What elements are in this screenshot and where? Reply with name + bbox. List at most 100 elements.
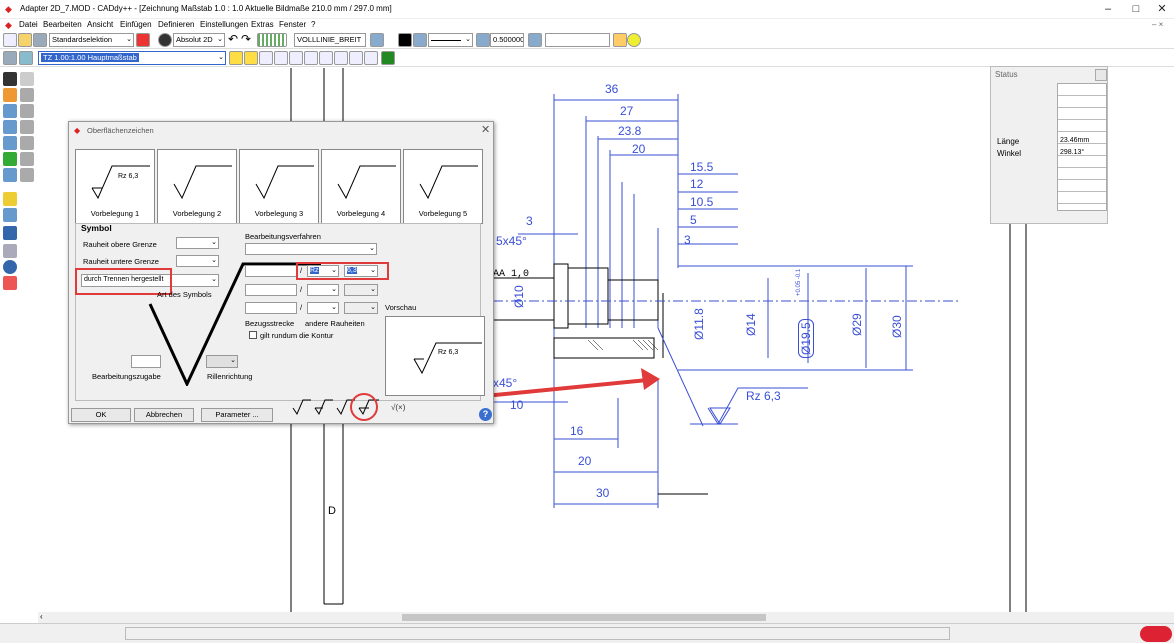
lay-select[interactable]: ⌄ — [206, 355, 238, 368]
curve-tool-icon[interactable] — [20, 88, 34, 102]
attribute-tool-icon[interactable] — [3, 208, 17, 222]
line-style-combo[interactable]: ⌄ — [428, 33, 473, 47]
text-edit-tool-icon[interactable] — [3, 226, 17, 240]
open-folder-icon[interactable] — [18, 33, 32, 47]
transform-tool-icon[interactable] — [3, 120, 17, 134]
preset-1-label[interactable]: Vorbelegung 1 — [90, 209, 140, 218]
layer2-icon[interactable] — [413, 33, 427, 47]
text-tool-icon[interactable] — [20, 136, 34, 150]
table-tool-icon[interactable] — [3, 244, 17, 258]
roughness-param-select[interactable]: Rz⌄ — [307, 265, 339, 277]
cancel-button[interactable]: Abbrechen — [134, 408, 194, 422]
roughness3-prefix-field[interactable] — [245, 302, 297, 314]
symbol-tool-icon[interactable] — [20, 152, 34, 166]
horizontal-scrollbar[interactable]: ‹ — [38, 612, 1174, 623]
save-icon[interactable] — [33, 33, 47, 47]
redo-icon[interactable]: ↷ — [241, 32, 252, 46]
menu-einfuegen[interactable]: Einfügen — [120, 20, 152, 29]
mdi-controls[interactable]: – × — [1152, 20, 1164, 29]
dialog-close-button[interactable]: ✕ — [481, 124, 491, 136]
params-button[interactable]: Parameter ... — [201, 408, 273, 422]
preset-5[interactable] — [403, 149, 483, 224]
preset-5-label[interactable]: Vorbelegung 5 — [418, 209, 468, 218]
preset-2-label[interactable]: Vorbelegung 2 — [172, 209, 222, 218]
zoom-prev-icon[interactable] — [349, 51, 363, 65]
roughness3-value-select[interactable]: ⌄ — [344, 302, 378, 314]
info-icon[interactable] — [3, 260, 17, 274]
pointer-tool-icon[interactable] — [3, 72, 17, 86]
tool-folder-icon[interactable] — [613, 33, 627, 47]
tool-a-icon[interactable] — [229, 51, 243, 65]
upper-limit-select[interactable]: ⌄ — [176, 237, 219, 249]
roughness3-param-select[interactable]: ⌄ — [307, 302, 339, 314]
layer4-icon[interactable] — [528, 33, 542, 47]
tool-c-icon[interactable] — [259, 51, 273, 65]
hatch-tool-icon[interactable] — [3, 136, 17, 150]
menu-ansicht[interactable]: Ansicht — [87, 20, 114, 29]
color-black-icon[interactable] — [398, 33, 412, 47]
status-panel-close-button[interactable] — [1095, 69, 1107, 81]
menu-datei[interactable]: Datei — [19, 20, 38, 29]
maximize-button[interactable]: □ — [1132, 3, 1140, 15]
layer3-icon[interactable] — [476, 33, 490, 47]
ok-button[interactable]: OK — [71, 408, 131, 422]
select-tool-icon[interactable] — [20, 72, 34, 86]
menu-fenster[interactable]: Fenster — [279, 20, 307, 29]
coordinate-icon[interactable] — [158, 33, 172, 47]
selection-mode-combo[interactable]: Standardselektion⌄ — [49, 33, 134, 47]
redraw-icon[interactable] — [364, 51, 378, 65]
roughness2-prefix-field[interactable] — [245, 284, 297, 296]
roughness2-param-select[interactable]: ⌄ — [307, 284, 339, 296]
roughness-value-select[interactable]: 6,3⌄ — [344, 265, 378, 277]
layer-tool-icon[interactable] — [3, 192, 17, 206]
new-file-icon[interactable] — [3, 33, 17, 47]
eraser-tool-icon[interactable] — [3, 276, 17, 290]
preset-2[interactable] — [157, 149, 237, 224]
machining-process-select[interactable]: ⌄ — [245, 243, 377, 255]
scroll-left-icon[interactable]: ‹ — [40, 612, 43, 621]
preset-1[interactable]: Rz 6,3 — [75, 149, 155, 224]
tool-b-icon[interactable] — [244, 51, 258, 65]
preset-4-label[interactable]: Vorbelegung 4 — [336, 209, 386, 218]
all-around-checkbox[interactable] — [249, 331, 257, 339]
menu-help[interactable]: ? — [311, 20, 316, 29]
edit-tool-icon[interactable] — [3, 104, 17, 118]
bulb-icon[interactable] — [627, 33, 641, 47]
scale-combo[interactable]: TZ 1.00:1.00 Hauptmaßstab⌄ — [38, 51, 226, 65]
line-type-combo[interactable]: VOLLLINIE_BREIT — [294, 33, 366, 47]
traffic-light-icon[interactable] — [381, 51, 395, 65]
preset-4[interactable] — [321, 149, 401, 224]
help-button[interactable]: ? — [479, 408, 492, 421]
preset-3-label[interactable]: Vorbelegung 3 — [254, 209, 304, 218]
lower-limit-select[interactable]: ⌄ — [176, 255, 219, 267]
undo-icon[interactable]: ↶ — [228, 32, 239, 46]
extra-value-field[interactable] — [545, 33, 610, 47]
zoom-in-icon[interactable] — [304, 51, 318, 65]
line-tool-icon[interactable] — [3, 88, 17, 102]
zoom-out-icon[interactable] — [319, 51, 333, 65]
menu-definieren[interactable]: Definieren — [158, 20, 195, 29]
minimize-button[interactable]: – — [1104, 3, 1112, 15]
layer-icon[interactable] — [370, 33, 384, 47]
close-button[interactable]: ✕ — [1157, 3, 1167, 15]
zoom-all-icon[interactable] — [334, 51, 348, 65]
pen-icon[interactable] — [19, 51, 33, 65]
allowance-field[interactable] — [131, 355, 161, 368]
dimension-tool-icon[interactable] — [20, 120, 34, 134]
menu-bearbeiten[interactable]: Bearbeiten — [43, 20, 82, 29]
block-tool-icon[interactable] — [20, 168, 34, 182]
roughness2-value-select[interactable]: ⌄ — [344, 284, 378, 296]
scroll-thumb[interactable] — [402, 614, 766, 621]
menu-extras[interactable]: Extras — [251, 20, 274, 29]
coord-mode-combo[interactable]: Absolut 2D⌄ — [173, 33, 225, 47]
menu-einstellungen[interactable]: Einstellungen — [200, 20, 249, 29]
symbol-type-select[interactable]: durch Trennen hergestellt⌄ — [81, 274, 219, 287]
pan-icon[interactable] — [289, 51, 303, 65]
roughness-prefix-field[interactable] — [245, 265, 297, 277]
print-icon[interactable] — [3, 51, 17, 65]
trim-tool-icon[interactable] — [20, 104, 34, 118]
grid-icon[interactable] — [257, 33, 287, 47]
pencil-tool-icon[interactable] — [3, 152, 17, 166]
select-color-icon[interactable] — [136, 33, 150, 47]
preset-3[interactable] — [239, 149, 319, 224]
